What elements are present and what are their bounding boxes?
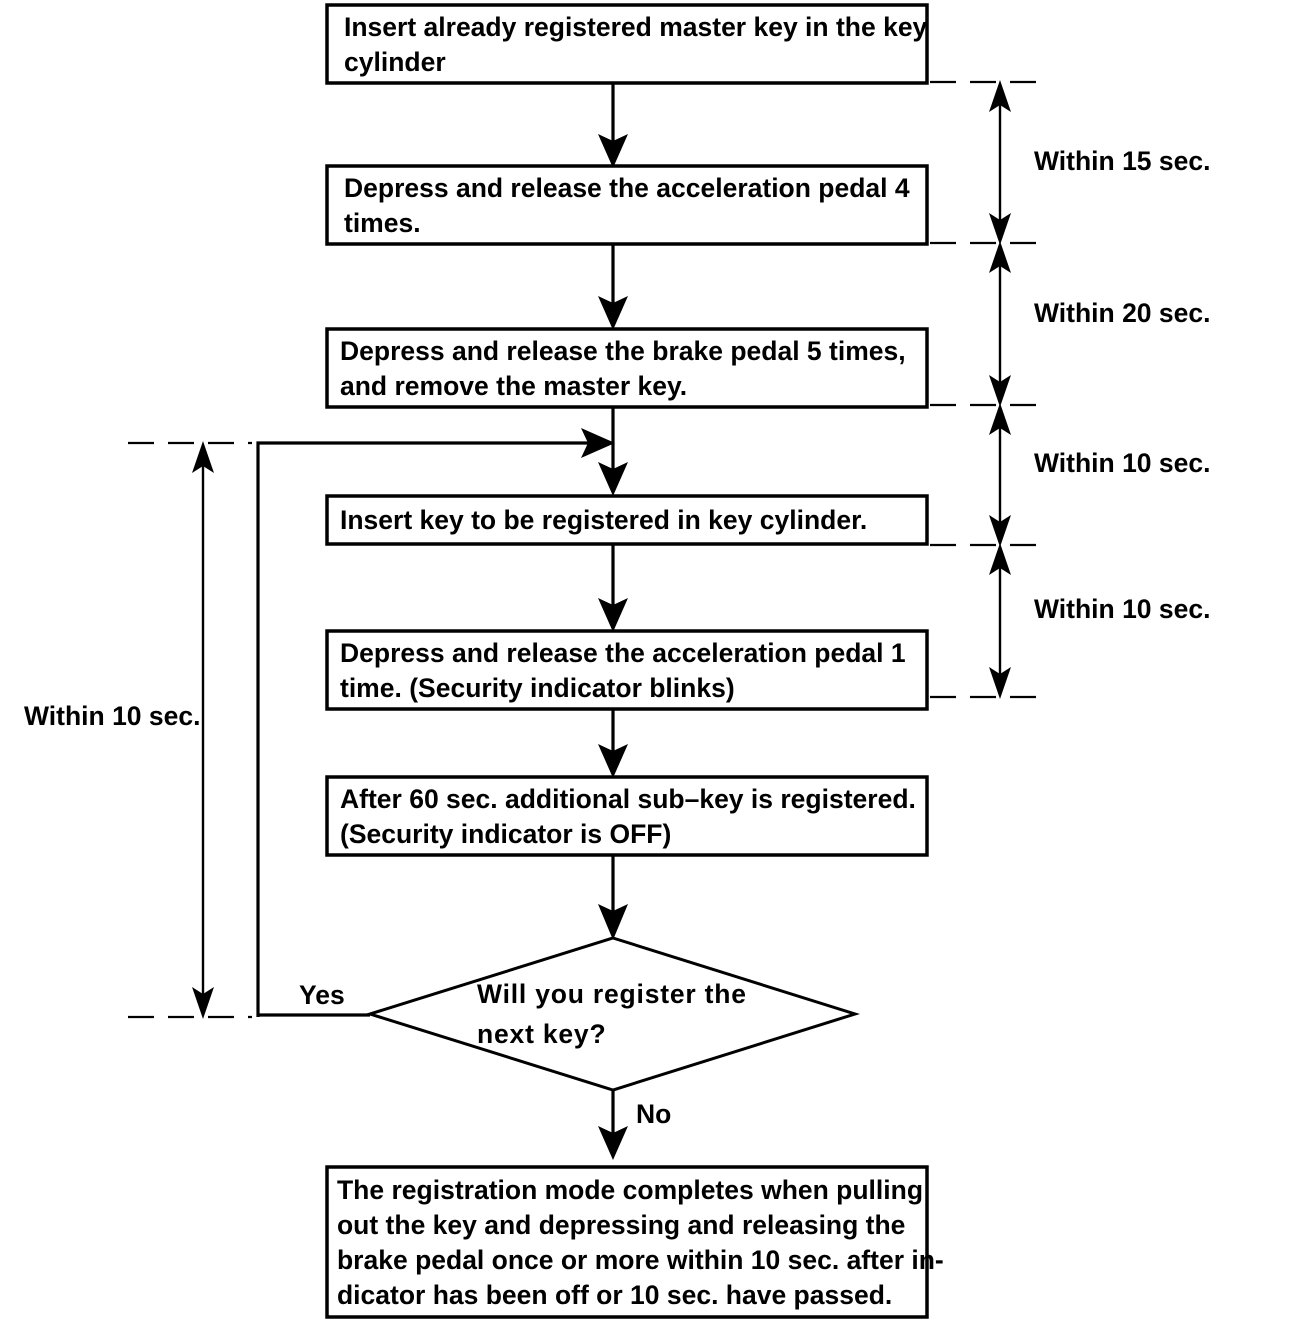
edge-label-no: No	[636, 1099, 671, 1129]
feedback-loop-yes	[256, 428, 615, 1017]
timing-label-t5: Within 10 sec.	[24, 701, 200, 731]
process-box	[325, 775, 929, 857]
flow-node-step6: After 60 sec. additional sub–key is regi…	[325, 775, 929, 857]
step4-line-1: Insert key to be registered in key cylin…	[340, 505, 867, 535]
arrowhead-down-icon	[598, 904, 628, 940]
decision-line-2: next key?	[477, 1019, 606, 1049]
loop-path	[256, 441, 596, 1017]
timing-label-t2: Within 20 sec.	[1034, 298, 1210, 328]
flow-node-step5: Depress and release the acceleration ped…	[325, 629, 929, 711]
arrowhead-down-icon	[989, 515, 1011, 547]
edge-no: No	[598, 1090, 671, 1160]
step5-line-2: time. (Security indicator blinks)	[340, 673, 735, 703]
process-box	[325, 3, 929, 85]
arrowhead-down-icon	[989, 213, 1011, 245]
arrowhead-down-icon	[598, 1126, 628, 1160]
connector-step3-step4	[598, 407, 628, 496]
step2-line-2: times.	[344, 208, 421, 238]
arrowhead-up-icon	[989, 80, 1011, 112]
flow-node-step4: Insert key to be registered in key cylin…	[325, 494, 929, 546]
connector-step6-decision	[598, 855, 628, 940]
timing-leader-lines-right	[930, 80, 1048, 699]
connector-step5-step6	[598, 709, 628, 778]
flow-node-step3: Depress and release the brake pedal 5 ti…	[325, 327, 929, 409]
arrowhead-up-icon	[989, 241, 1011, 273]
decision-line-1: Will you register the	[477, 979, 747, 1009]
arrowhead-down-icon	[989, 375, 1011, 407]
timing-bracket-t5: Within 10 sec.	[24, 441, 214, 1019]
arrowhead-up-icon	[989, 403, 1011, 435]
connector-step1-step2	[598, 83, 628, 168]
timing-bracket-t4: Within 10 sec.	[989, 543, 1210, 699]
edge-yes: Yes	[258, 980, 370, 1017]
process-box	[325, 164, 929, 246]
flow-node-decision: Will you register the next key?	[364, 936, 861, 1092]
arrowhead-right-icon	[581, 428, 615, 458]
timing-label-t4: Within 10 sec.	[1034, 594, 1210, 624]
step3-line-2: and remove the master key.	[340, 371, 687, 401]
process-box	[325, 1165, 929, 1319]
step1-line-2: cylinder	[344, 47, 446, 77]
step7-line-1: The registration mode completes when pul…	[337, 1175, 923, 1205]
process-box	[325, 327, 929, 409]
step6-line-2: (Security indicator is OFF)	[340, 819, 671, 849]
step7-line-4: dicator has been off or 10 sec. have pas…	[337, 1280, 892, 1310]
process-box	[325, 494, 929, 546]
step7-line-3: brake pedal once or more within 10 sec. …	[337, 1245, 944, 1275]
arrowhead-down-icon	[192, 987, 214, 1019]
timing-bracket-t1: Within 15 sec.	[989, 80, 1210, 245]
arrowhead-down-icon	[598, 296, 628, 330]
process-box	[325, 629, 929, 711]
step5-line-1: Depress and release the acceleration ped…	[340, 638, 906, 668]
edge-label-yes: Yes	[299, 980, 345, 1010]
timing-bracket-t2: Within 20 sec.	[989, 241, 1210, 407]
step1-line-1: Insert already registered master key in …	[344, 12, 928, 42]
flow-node-step7: The registration mode completes when pul…	[325, 1165, 944, 1319]
arrowhead-down-icon	[598, 462, 628, 496]
decision-diamond	[364, 936, 861, 1092]
arrowhead-down-icon	[598, 744, 628, 778]
timing-bracket-t3: Within 10 sec.	[989, 403, 1210, 547]
flow-node-step2: Depress and release the acceleration ped…	[325, 164, 929, 246]
connector-step2-step3	[598, 244, 628, 330]
step2-line-1: Depress and release the acceleration ped…	[344, 173, 910, 203]
arrowhead-up-icon	[989, 543, 1011, 575]
arrowhead-up-icon	[192, 441, 214, 473]
arrowhead-down-icon	[989, 667, 1011, 699]
arrowhead-down-icon	[598, 598, 628, 632]
timing-label-t1: Within 15 sec.	[1034, 146, 1210, 176]
connector-step4-step5	[598, 544, 628, 632]
step3-line-1: Depress and release the brake pedal 5 ti…	[340, 336, 906, 366]
arrowhead-down-icon	[598, 134, 628, 168]
step6-line-1: After 60 sec. additional sub–key is regi…	[340, 784, 916, 814]
flow-node-step1: Insert already registered master key in …	[325, 3, 929, 85]
timing-label-t3: Within 10 sec.	[1034, 448, 1210, 478]
timing-leader-lines-left	[128, 441, 252, 1019]
step7-line-2: out the key and depressing and releasing…	[337, 1210, 905, 1240]
